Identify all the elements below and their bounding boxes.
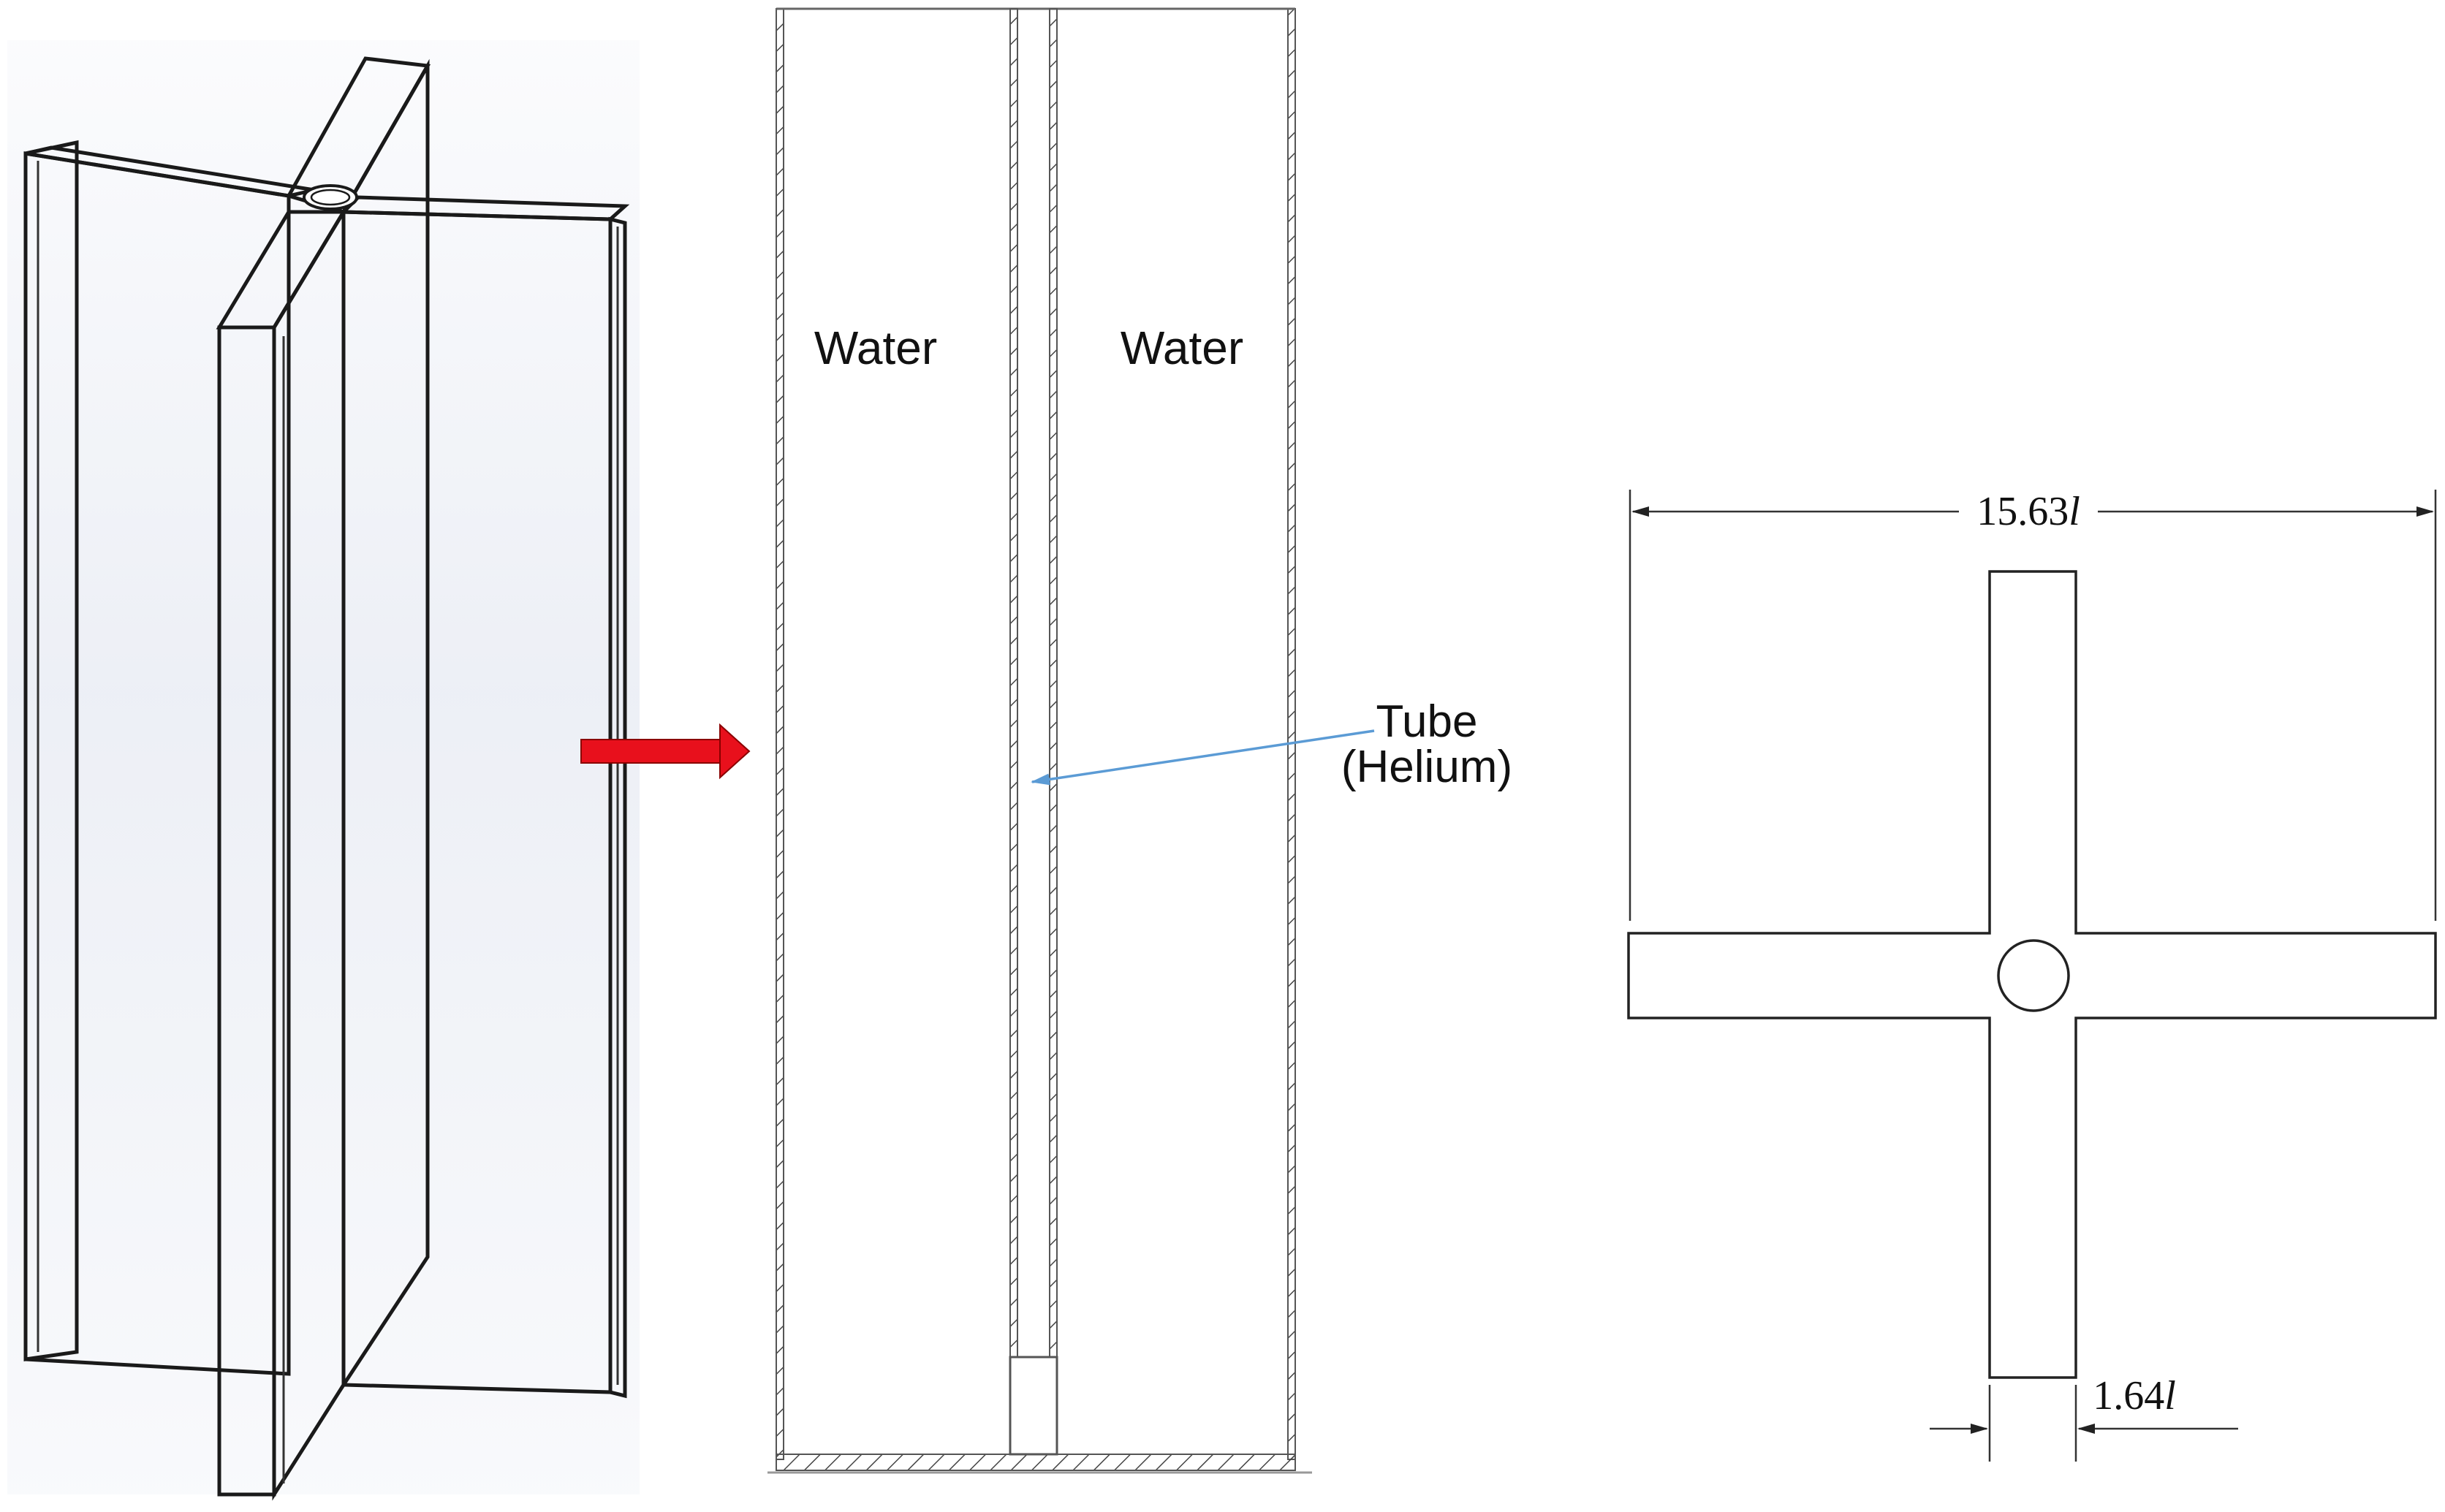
transition-arrow-shaft: [580, 739, 728, 764]
tube-right-wall: [1049, 8, 1058, 1358]
right-panel-side: [608, 216, 627, 1399]
arm-dimension-label: 1.64l: [2093, 1373, 2176, 1418]
water-left-label: Water: [814, 322, 937, 374]
tube-leader-line: [1031, 729, 1375, 786]
tube-left-wall: [1009, 8, 1018, 1358]
tube-label-line1: Tube: [1376, 696, 1477, 747]
tube-base-support: [1009, 1356, 1058, 1456]
plan-view: 15.63l 1.64l: [1627, 489, 2437, 1462]
left-wall: [776, 8, 784, 1460]
tube-label-line2: (Helium): [1341, 742, 1512, 792]
width-dimension-label: 15.63l: [1976, 489, 2080, 534]
render-background: [7, 40, 640, 1494]
water-right-label: Water: [1121, 322, 1243, 374]
isometric-model: [7, 40, 640, 1501]
bottom-plate: [776, 1454, 1296, 1471]
cross-section: Water Water Tube (Helium): [767, 7, 1512, 1474]
front-fin-side: [272, 205, 346, 1501]
transition-arrow: [580, 723, 751, 780]
central-tube-circle: [1997, 939, 2070, 1012]
right-wall: [1287, 8, 1296, 1460]
central-tube-inner: [310, 189, 351, 206]
transition-arrow-head: [719, 723, 751, 780]
